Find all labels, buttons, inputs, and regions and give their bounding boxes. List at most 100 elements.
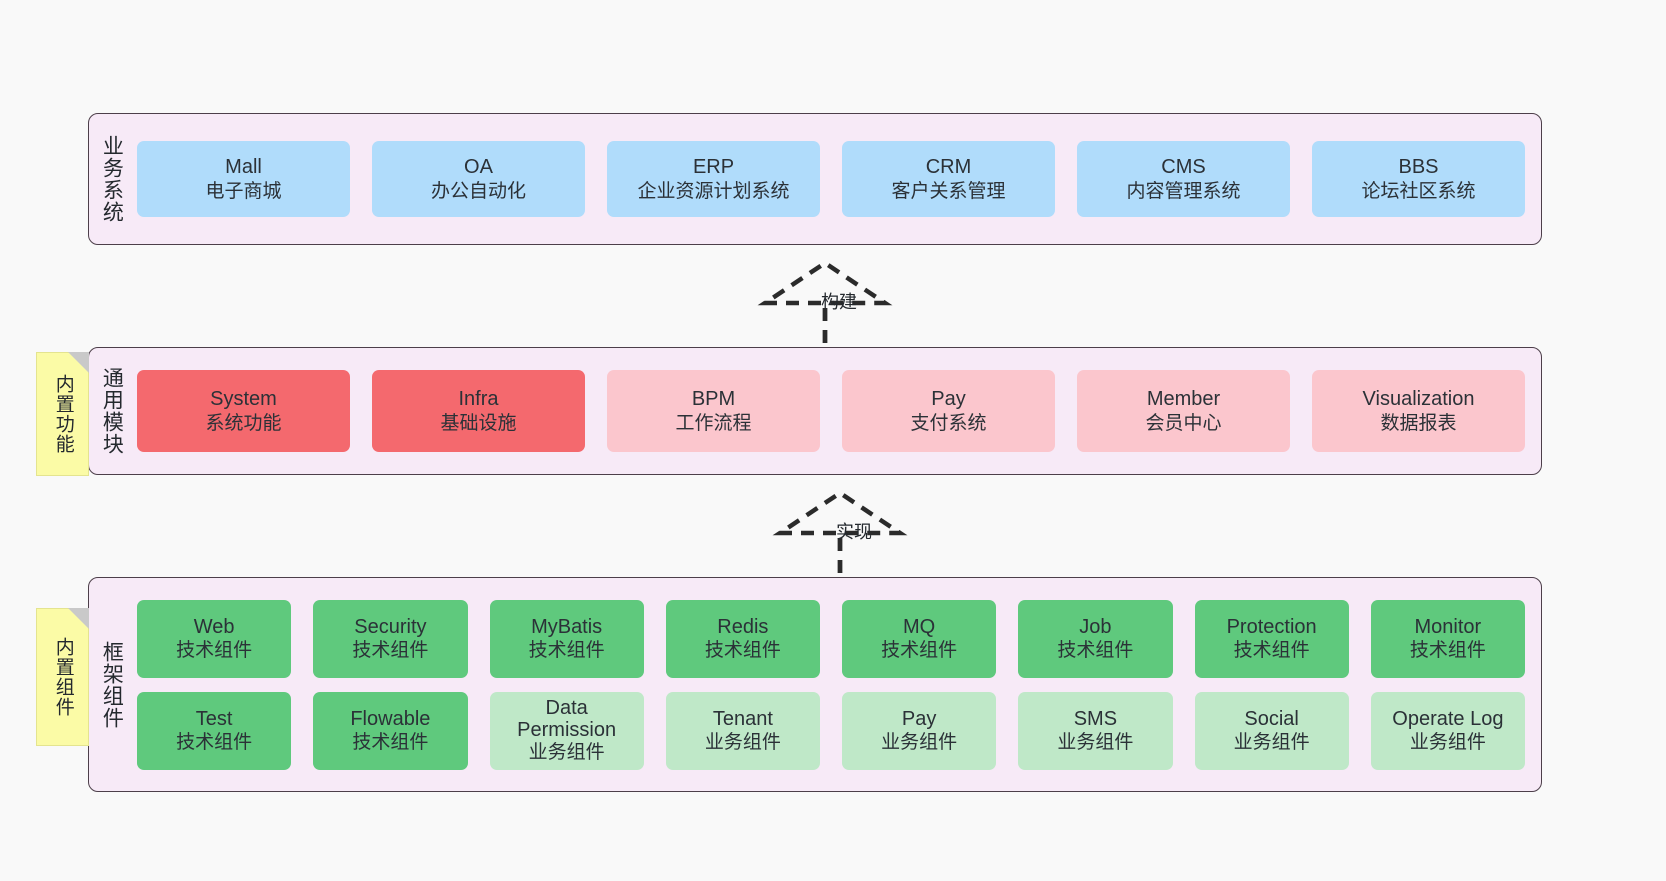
card-cms-name: CMS <box>1161 156 1206 179</box>
card-security-name: Security <box>354 615 427 638</box>
card-erp-name: ERP <box>692 156 735 179</box>
card-social-desc: 业务组件 <box>1233 732 1310 754</box>
card-sms[interactable]: SMS 业务组件 <box>1018 691 1173 770</box>
card-cms[interactable]: CMS 内容管理系统 <box>1077 141 1290 217</box>
card-member[interactable]: Member 会员中心 <box>1077 370 1290 452</box>
card-visualization-desc: 数据报表 <box>1380 412 1457 434</box>
card-oa[interactable]: OA 办公自动化 <box>372 141 585 217</box>
connector-build: 构建 <box>755 258 915 348</box>
card-visualization-name: Visualization <box>1362 388 1475 411</box>
card-member-name: Member <box>1146 388 1221 411</box>
layer-framework-component-body: Web 技术组件 Security 技术组件 MyBatis 技术组件 Redi… <box>133 578 1541 791</box>
card-member-desc: 会员中心 <box>1145 412 1222 434</box>
card-job-name: Job <box>1079 615 1112 638</box>
card-job-desc: 技术组件 <box>1057 640 1134 662</box>
layer-common-module: 通用模块 System 系统功能 Infra 基础设施 BPM 工作流程 Pay… <box>88 347 1542 475</box>
card-system[interactable]: System 系统功能 <box>137 370 350 452</box>
card-infra[interactable]: Infra 基础设施 <box>372 370 585 452</box>
card-redis-name: Redis <box>717 615 769 638</box>
card-crm-desc: 客户关系管理 <box>891 180 1006 202</box>
card-monitor[interactable]: Monitor 技术组件 <box>1370 599 1525 678</box>
card-web[interactable]: Web 技术组件 <box>137 599 292 678</box>
card-cms-desc: 内容管理系统 <box>1126 180 1241 202</box>
card-security-desc: 技术组件 <box>352 640 429 662</box>
note-builtin-function: 内置功能 <box>36 352 89 476</box>
connector-implement-label: 实现 <box>836 522 872 542</box>
layer-common-module-title: 通用模块 <box>100 367 124 455</box>
card-social[interactable]: Social 业务组件 <box>1194 691 1349 770</box>
card-erp-desc: 企业资源计划系统 <box>637 180 790 202</box>
card-protection-desc: 技术组件 <box>1233 640 1310 662</box>
layer-common-module-body: System 系统功能 Infra 基础设施 BPM 工作流程 Pay 支付系统… <box>133 348 1541 474</box>
card-system-name: System <box>210 388 277 411</box>
business-card-row: Mall 电子商城 OA 办公自动化 ERP 企业资源计划系统 CRM 客户关系… <box>137 141 1525 217</box>
card-security[interactable]: Security 技术组件 <box>313 599 468 678</box>
framework-tech-row: Web 技术组件 Security 技术组件 MyBatis 技术组件 Redi… <box>137 599 1525 678</box>
card-pay-component[interactable]: Pay 业务组件 <box>842 691 997 770</box>
card-monitor-desc: 技术组件 <box>1409 640 1486 662</box>
layer-framework-component: 框架组件 Web 技术组件 Security 技术组件 MyBatis 技术组件… <box>88 577 1542 792</box>
card-bbs-desc: 论坛社区系统 <box>1361 180 1476 202</box>
note-builtin-component: 内置组件 <box>36 608 89 746</box>
note-builtin-function-label: 内置功能 <box>52 374 74 454</box>
card-sms-desc: 业务组件 <box>1057 732 1134 754</box>
card-erp[interactable]: ERP 企业资源计划系统 <box>607 141 820 217</box>
card-web-name: Web <box>193 615 235 638</box>
card-web-desc: 技术组件 <box>176 640 253 662</box>
card-operate-log[interactable]: Operate Log 业务组件 <box>1370 691 1525 770</box>
card-bpm-name: BPM <box>691 388 736 411</box>
card-pay-module[interactable]: Pay 支付系统 <box>842 370 1055 452</box>
generalization-arrow-icon <box>757 260 893 343</box>
card-bbs-name: BBS <box>1398 156 1439 179</box>
card-data-permission-desc: 业务组件 <box>528 742 605 764</box>
card-bbs[interactable]: BBS 论坛社区系统 <box>1312 141 1525 217</box>
card-test[interactable]: Test 技术组件 <box>137 691 292 770</box>
card-crm-name: CRM <box>925 156 972 179</box>
card-pay-module-name: Pay <box>931 388 966 411</box>
card-pay-component-desc: 业务组件 <box>881 732 958 754</box>
card-system-desc: 系统功能 <box>205 412 282 434</box>
card-tenant[interactable]: Tenant 业务组件 <box>665 691 820 770</box>
card-flowable[interactable]: Flowable 技术组件 <box>313 691 468 770</box>
layer-business-system-title: 业务系统 <box>100 135 124 223</box>
card-protection[interactable]: Protection 技术组件 <box>1194 599 1349 678</box>
card-mall-name: Mall <box>225 156 262 179</box>
card-data-permission-name: Data Permission <box>517 696 617 741</box>
card-tenant-name: Tenant <box>712 707 773 730</box>
card-crm[interactable]: CRM 客户关系管理 <box>842 141 1055 217</box>
module-card-row: System 系统功能 Infra 基础设施 BPM 工作流程 Pay 支付系统… <box>137 370 1525 452</box>
card-visualization[interactable]: Visualization 数据报表 <box>1312 370 1525 452</box>
card-flowable-name: Flowable <box>350 707 431 730</box>
card-mall-desc: 电子商城 <box>205 180 282 202</box>
layer-business-system-body: Mall 电子商城 OA 办公自动化 ERP 企业资源计划系统 CRM 客户关系… <box>133 114 1541 244</box>
generalization-arrow-icon <box>772 490 908 573</box>
card-oa-name: OA <box>464 156 493 179</box>
card-oa-desc: 办公自动化 <box>430 180 526 202</box>
card-data-permission[interactable]: Data Permission 业务组件 <box>489 691 644 770</box>
card-protection-name: Protection <box>1226 615 1317 638</box>
card-test-name: Test <box>195 707 233 730</box>
framework-business-row: Test 技术组件 Flowable 技术组件 Data Permission … <box>137 691 1525 770</box>
card-infra-name: Infra <box>458 388 499 411</box>
card-mall[interactable]: Mall 电子商城 <box>137 141 350 217</box>
card-sms-name: SMS <box>1073 707 1118 730</box>
card-mq[interactable]: MQ 技术组件 <box>842 599 997 678</box>
card-monitor-name: Monitor <box>1414 615 1482 638</box>
note-builtin-component-label: 内置组件 <box>52 637 74 717</box>
card-operate-log-name: Operate Log <box>1392 707 1504 730</box>
card-redis-desc: 技术组件 <box>704 640 781 662</box>
card-pay-module-desc: 支付系统 <box>910 412 987 434</box>
card-bpm-desc: 工作流程 <box>675 412 752 434</box>
card-mybatis-name: MyBatis <box>531 615 603 638</box>
card-mybatis-desc: 技术组件 <box>528 640 605 662</box>
card-job[interactable]: Job 技术组件 <box>1018 599 1173 678</box>
card-infra-desc: 基础设施 <box>440 412 517 434</box>
connector-implement: 实现 <box>770 488 930 578</box>
card-operate-log-desc: 业务组件 <box>1409 732 1486 754</box>
card-bpm[interactable]: BPM 工作流程 <box>607 370 820 452</box>
card-redis[interactable]: Redis 技术组件 <box>665 599 820 678</box>
card-mq-desc: 技术组件 <box>881 640 958 662</box>
card-mybatis[interactable]: MyBatis 技术组件 <box>489 599 644 678</box>
card-mq-name: MQ <box>903 615 936 638</box>
card-tenant-desc: 业务组件 <box>704 732 781 754</box>
